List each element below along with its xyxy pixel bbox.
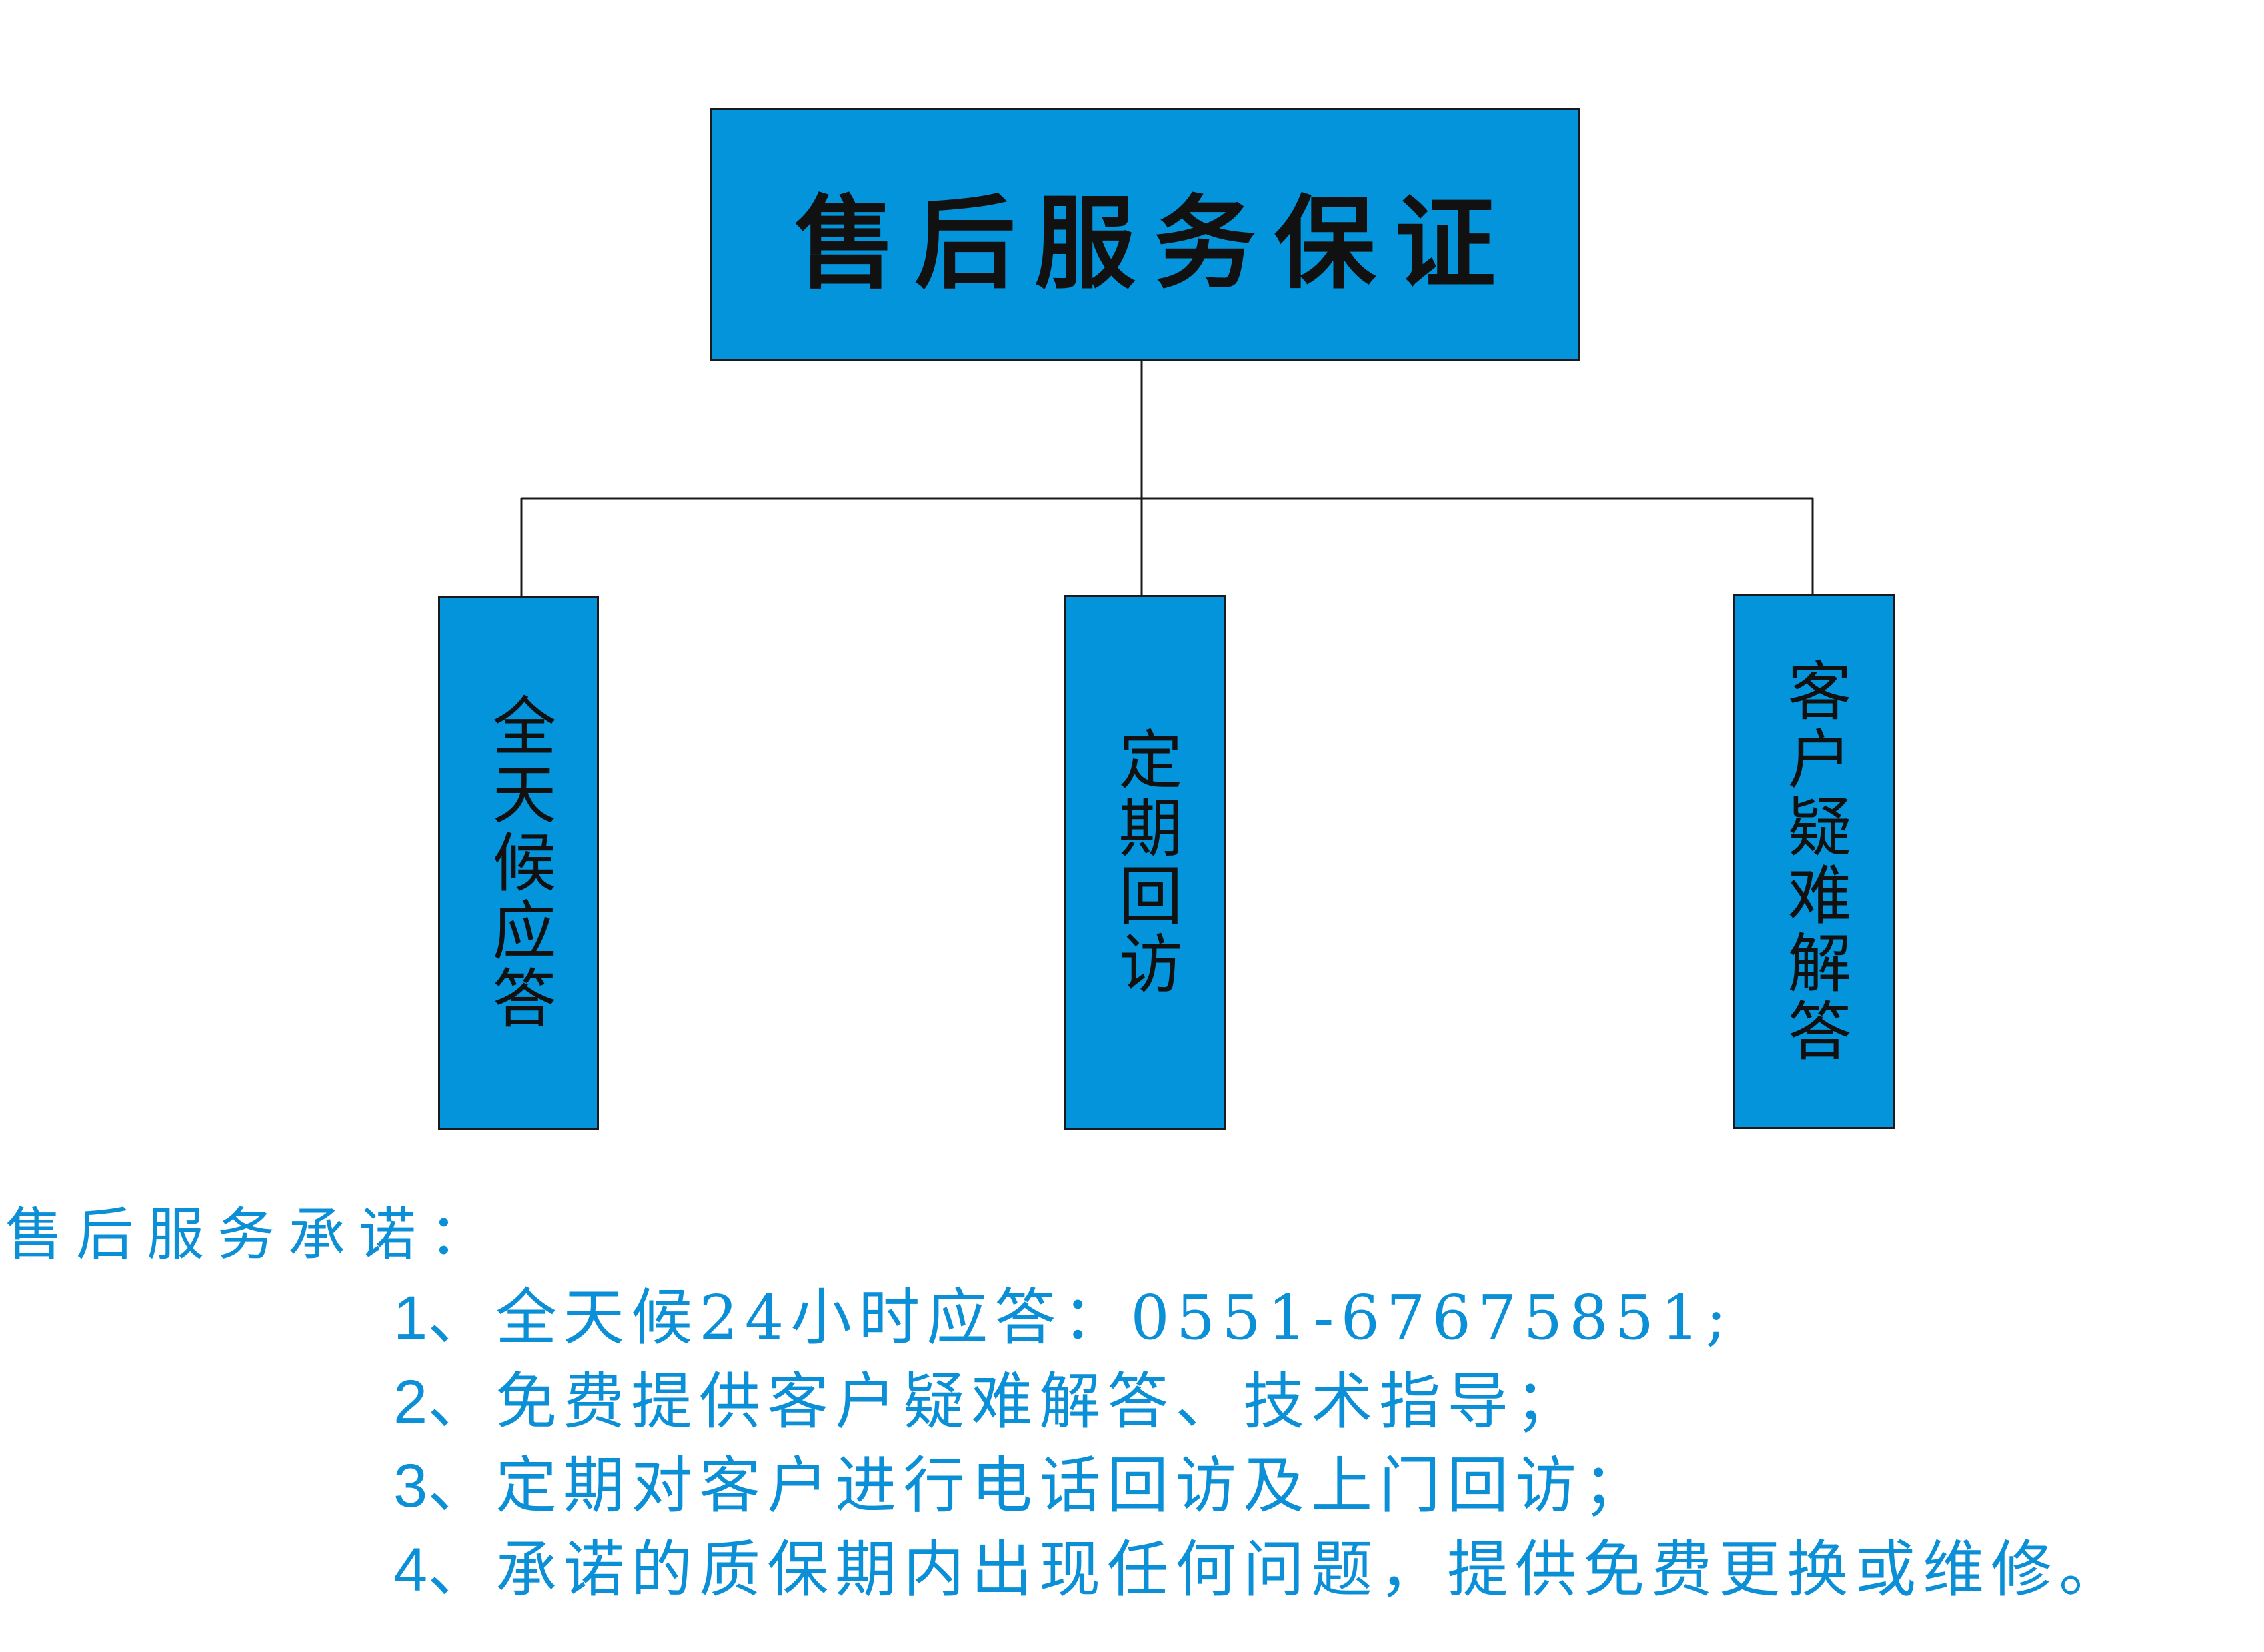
promise-item-text: 、承诺的质保期内出现任何问题，提供免费更换或维修。 (427, 1534, 2127, 1605)
promise-item-text: 、免费提供客户疑难解答、技术指导； (427, 1366, 1584, 1437)
root-node: 售后服务保证 (710, 108, 1580, 361)
root-node-label: 售后服务保证 (794, 185, 1514, 303)
promise-item: 1、全天候24小时应答：0551-67675851; (393, 1276, 2127, 1360)
promise-item: 2、免费提供客户疑难解答、技术指导； (393, 1360, 2127, 1444)
promise-item-number: 2 (393, 1368, 428, 1436)
child-node-all-day-response: 全天候应答 (438, 596, 599, 1130)
promise-item-text: 、定期对客户进行电话回访及上门回访； (427, 1450, 1652, 1521)
promise-item-text: 、全天候24小时应答：0551-67675851; (427, 1282, 1733, 1353)
child-node-label: 全天候应答 (481, 693, 556, 1033)
promise-item-number: 4 (393, 1536, 428, 1604)
promise-item: 4、承诺的质保期内出现任何问题，提供免费更换或维修。 (393, 1528, 2127, 1612)
promise-item: 3、定期对客户进行电话回访及上门回访； (393, 1444, 2127, 1528)
child-node-label: 客户疑难解答 (1777, 658, 1851, 1066)
child-node-label: 定期回访 (1108, 726, 1182, 998)
promise-heading: 售后服务承诺： (5, 1202, 500, 1268)
child-node-customer-question-answering: 客户疑难解答 (1733, 594, 1895, 1129)
promise-item-number: 3 (393, 1452, 428, 1520)
child-node-regular-follow-up: 定期回访 (1064, 595, 1226, 1130)
promise-list: 1、全天候24小时应答：0551-67675851; 2、免费提供客户疑难解答、… (393, 1276, 2127, 1612)
promise-item-number: 1 (393, 1284, 428, 1352)
